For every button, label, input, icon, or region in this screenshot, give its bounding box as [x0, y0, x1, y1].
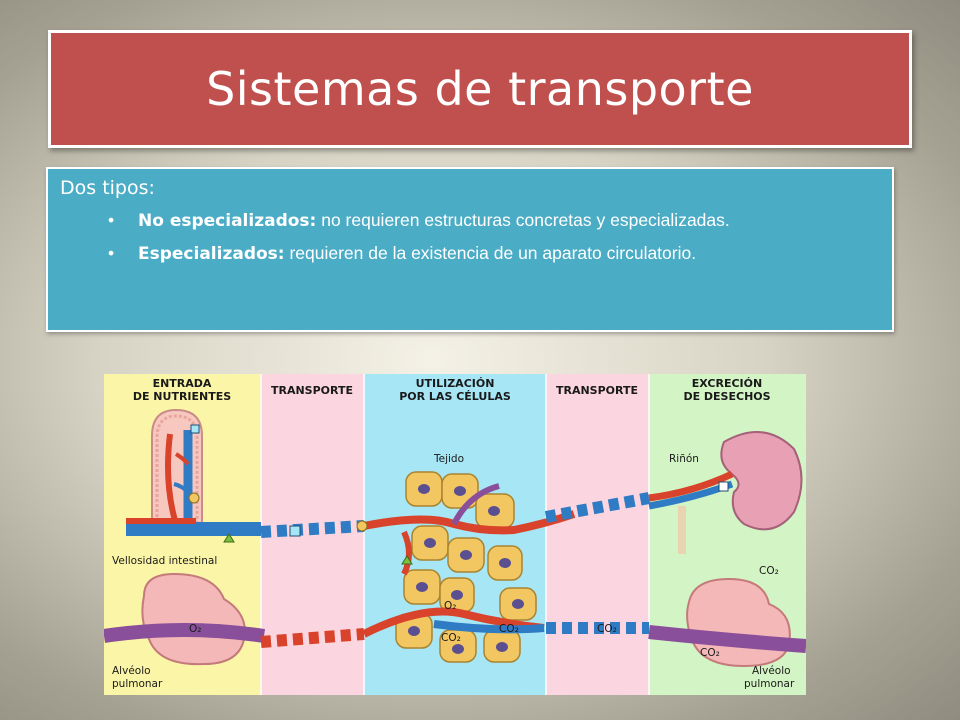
label-alveolo-right-1: Alvéolo	[752, 665, 791, 677]
label-co2-alveolus: CO₂	[700, 647, 720, 659]
left-alveolus-illustration: O₂ Alvéolo pulmonar	[104, 572, 266, 690]
header-entrada-line2: DE NUTRIENTES	[133, 390, 231, 403]
bullet-dot-icon: •	[108, 210, 115, 230]
header-entrada-line1: ENTRADA	[153, 377, 212, 390]
label-alveolo-left-2: pulmonar	[112, 678, 163, 690]
header-excrecion-line1: EXCRECIÓN	[692, 377, 762, 390]
title-box: Sistemas de transporte	[48, 30, 912, 148]
label-o2-left: O₂	[189, 623, 201, 635]
bullet-item-especializados: • Especializados: requieren de la existe…	[108, 242, 878, 265]
header-transporte-2: TRANSPORTE	[556, 384, 638, 397]
transport-dashes-left	[260, 520, 365, 648]
bullet-text: no requieren estructuras concretas y esp…	[316, 210, 730, 230]
label-alveolo-left-1: Alvéolo	[112, 665, 151, 677]
slide-title: Sistemas de transporte	[206, 62, 754, 116]
header-transporte-1: TRANSPORTE	[271, 384, 353, 397]
bullet-term: No especializados:	[138, 211, 317, 231]
label-co2-tissue: CO₂	[441, 632, 461, 644]
content-box: Dos tipos: • No especializados: no requi…	[46, 167, 894, 332]
right-alveolus-illustration: CO₂ CO₂ Alvéolo pulmonar	[648, 565, 806, 690]
label-co2-transport: CO₂	[597, 623, 617, 635]
intestinal-villus-illustration: Vellosidad intestinal	[112, 408, 261, 567]
diagram-svg: ENTRADA DE NUTRIENTES TRANSPORTE UTILIZA…	[104, 374, 806, 695]
bullet-text: requieren de la existencia de un aparato…	[284, 243, 697, 263]
transport-dashes-right: CO₂	[544, 492, 651, 635]
intro-text: Dos tipos:	[60, 177, 155, 199]
label-vellosidad: Vellosidad intestinal	[112, 555, 217, 567]
kidney-illustration: Riñón	[648, 431, 803, 554]
label-rinon: Riñón	[669, 453, 699, 465]
label-co2-right: CO₂	[759, 565, 779, 577]
bullet-dot-icon: •	[108, 243, 115, 263]
tissue-cells-illustration: Tejido	[356, 453, 576, 663]
header-utilizacion-line1: UTILIZACIÓN	[416, 377, 495, 390]
label-co2-tissue-2: CO₂	[499, 623, 519, 635]
label-alveolo-right-2: pulmonar	[744, 678, 795, 690]
header-utilizacion-line2: POR LAS CÉLULAS	[399, 390, 511, 403]
bullet-list: • No especializados: no requieren estruc…	[108, 209, 878, 275]
bullet-term: Especializados:	[138, 244, 285, 264]
label-tejido: Tejido	[433, 453, 464, 465]
transport-diagram: ENTRADA DE NUTRIENTES TRANSPORTE UTILIZA…	[104, 374, 806, 695]
label-o2-tissue: O₂	[444, 600, 456, 612]
header-excrecion-line2: DE DESECHOS	[683, 390, 770, 403]
column-bg-transporte-2	[546, 374, 649, 695]
bullet-item-no-especializados: • No especializados: no requieren estruc…	[108, 209, 878, 232]
